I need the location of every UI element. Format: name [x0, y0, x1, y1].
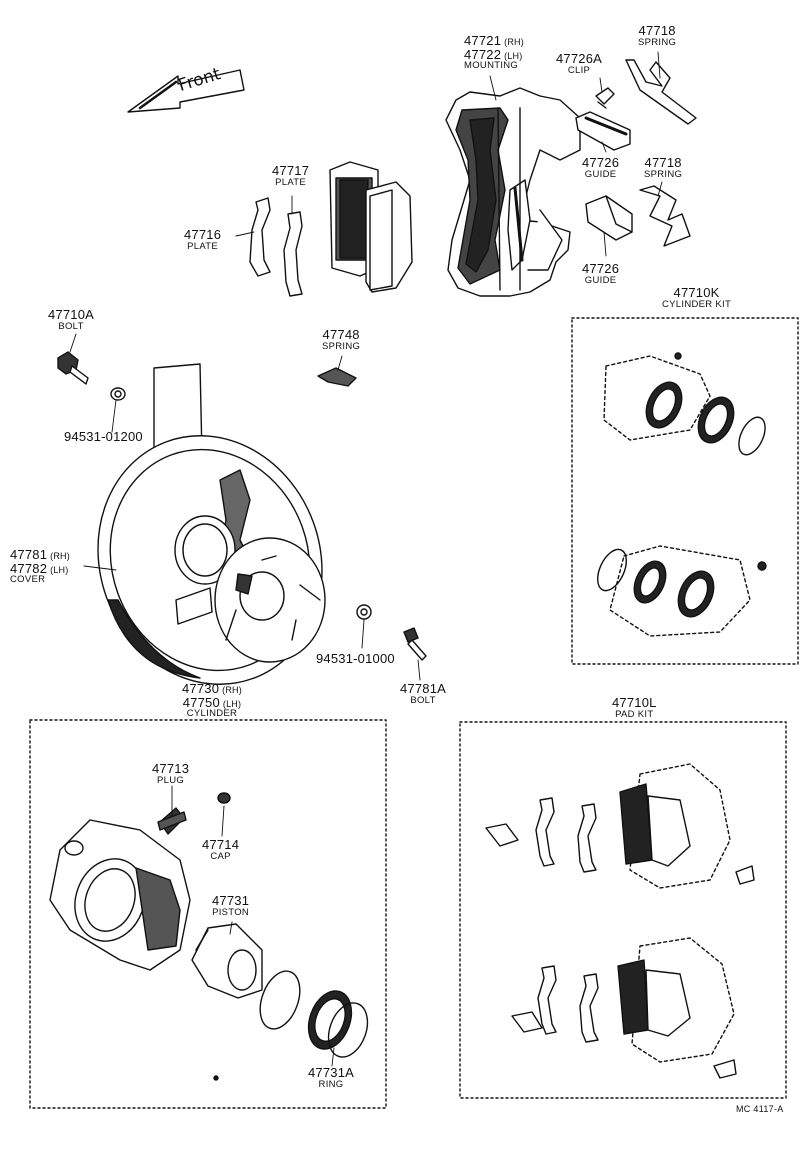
label-94531-01000: 94531-01000: [316, 651, 395, 666]
label-cover: 47781(RH) 47782(LH) COVER: [10, 547, 70, 586]
cylinder-kit-box: [571, 317, 799, 665]
pad-guide-lower: [585, 195, 633, 241]
label-mounting: 47721(RH) 47722(LH) MOUNTING: [464, 33, 524, 72]
brake-pads: [329, 161, 413, 293]
nut: [356, 604, 372, 620]
pad-kit-box: [459, 721, 787, 1099]
bolt: [57, 351, 89, 385]
spring-clip: [317, 367, 357, 387]
anti-rattle-spring-lower: [639, 185, 691, 247]
anti-squeal-plates: [249, 197, 303, 297]
dust-cover-assembly: [97, 363, 326, 685]
drawing-code: MC 4117-A: [736, 1104, 784, 1114]
cover-bolt: [403, 627, 427, 661]
label-cylinder: 47730(RH) 47750(LH) CYLINDER: [182, 681, 242, 720]
washer: [110, 387, 126, 401]
caliper-mounting-bracket: [445, 87, 581, 297]
clip: [595, 87, 615, 109]
label-94531-01200: 94531-01200: [64, 429, 143, 444]
cylinder-box: [29, 719, 387, 1109]
pad-guide-upper: [575, 111, 631, 151]
leader-lines: [69, 51, 663, 1067]
anti-rattle-spring-upper: [625, 59, 697, 125]
front-direction-arrow: [127, 69, 245, 113]
